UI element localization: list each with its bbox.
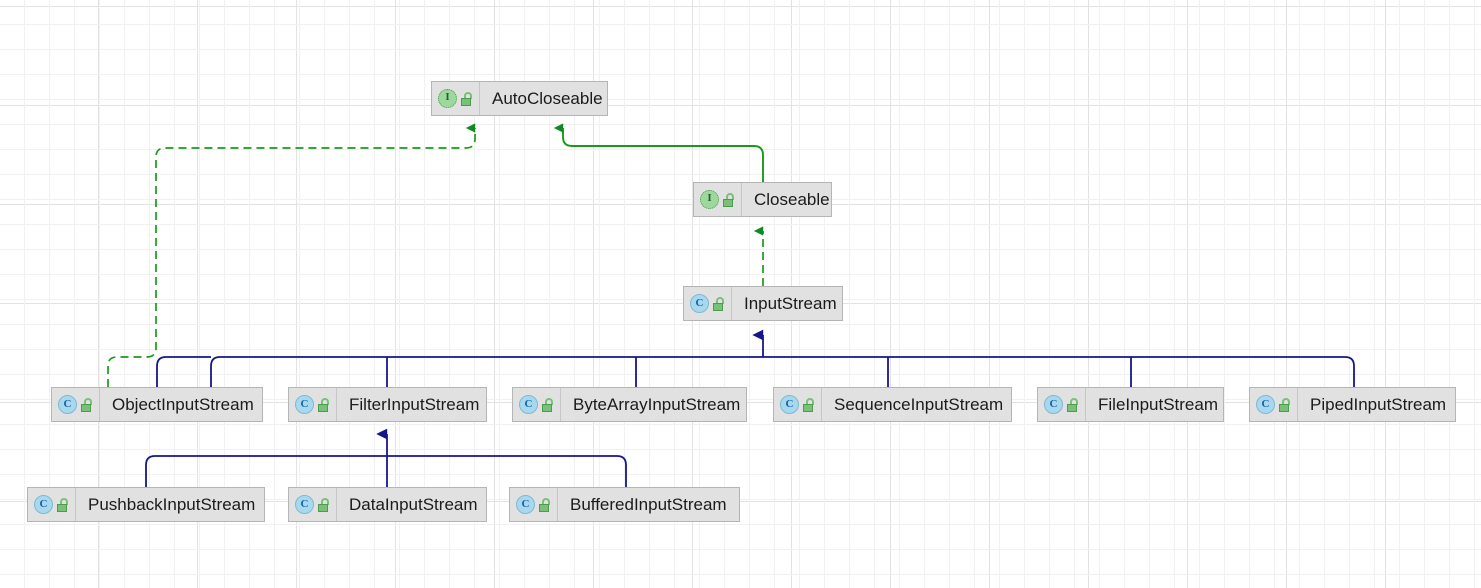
node-label: AutoCloseable — [492, 89, 603, 108]
node-icon-cell: C — [289, 388, 337, 421]
node-label: SequenceInputStream — [834, 395, 1004, 414]
public-unlocked-icon — [317, 397, 330, 412]
node-icon-cell: I — [432, 82, 480, 115]
public-unlocked-icon — [1278, 397, 1291, 412]
public-unlocked-icon — [541, 397, 554, 412]
node-icon-cell: I — [694, 183, 742, 216]
public-unlocked-icon — [802, 397, 815, 412]
node-icon-cell: C — [510, 488, 558, 521]
class-icon: C — [1256, 395, 1275, 414]
public-unlocked-icon — [1066, 397, 1079, 412]
class-icon: C — [295, 395, 314, 414]
public-unlocked-icon — [538, 497, 551, 512]
class-icon: C — [519, 395, 538, 414]
node-label: InputStream — [744, 294, 837, 313]
node-datainputstream[interactable]: C DataInputStream — [288, 487, 487, 522]
public-unlocked-icon — [460, 91, 473, 106]
class-icon: C — [34, 495, 53, 514]
node-label: PipedInputStream — [1310, 395, 1447, 414]
node-bufferedinputstream[interactable]: C BufferedInputStream — [509, 487, 740, 522]
node-autocloseable[interactable]: I AutoCloseable — [431, 81, 608, 116]
node-icon-cell: C — [774, 388, 822, 421]
public-unlocked-icon — [712, 296, 725, 311]
node-icon-cell: C — [684, 287, 732, 320]
edge-objectinputstream-implements-autocloseable — [107, 123, 476, 387]
node-icon-cell: C — [1038, 388, 1086, 421]
node-inputstream[interactable]: C InputStream — [683, 286, 843, 321]
node-fileinputstream[interactable]: C FileInputStream — [1037, 387, 1224, 422]
node-label: BufferedInputStream — [570, 495, 727, 514]
edge-closeable-extends-autocloseable — [553, 123, 764, 182]
node-label: Closeable — [754, 190, 830, 209]
node-sequenceinputstream[interactable]: C SequenceInputStream — [773, 387, 1012, 422]
class-icon: C — [780, 395, 799, 414]
node-label: ByteArrayInputStream — [573, 395, 741, 414]
edge-bus-filterinputstream — [145, 455, 627, 487]
node-label: PushbackInputStream — [88, 495, 256, 514]
public-unlocked-icon — [722, 192, 735, 207]
node-label: FilterInputStream — [349, 395, 480, 414]
node-icon-cell: C — [28, 488, 76, 521]
interface-icon: I — [700, 190, 719, 209]
node-icon-cell: C — [289, 488, 337, 521]
class-icon: C — [295, 495, 314, 514]
class-icon: C — [516, 495, 535, 514]
node-label: ObjectInputStream — [112, 395, 254, 414]
node-bytearrayinputstream[interactable]: C ByteArrayInputStream — [512, 387, 747, 422]
node-pushbackinputstream[interactable]: C PushbackInputStream — [27, 487, 265, 522]
node-filterinputstream[interactable]: C FilterInputStream — [288, 387, 487, 422]
public-unlocked-icon — [56, 497, 69, 512]
node-icon-cell: C — [513, 388, 561, 421]
node-label: DataInputStream — [349, 495, 478, 514]
node-pipedinputstream[interactable]: C PipedInputStream — [1249, 387, 1456, 422]
node-closeable[interactable]: I Closeable — [693, 182, 832, 217]
edge-objectinputstream-extends-inputstream — [156, 356, 211, 387]
node-label: FileInputStream — [1098, 395, 1218, 414]
interface-icon: I — [438, 89, 457, 108]
edge-bus-inputstream — [210, 356, 1355, 387]
node-icon-cell: C — [52, 388, 100, 421]
public-unlocked-icon — [80, 397, 93, 412]
class-icon: C — [690, 294, 709, 313]
node-objectinputstream[interactable]: C ObjectInputStream — [51, 387, 263, 422]
class-icon: C — [1044, 395, 1063, 414]
node-icon-cell: C — [1250, 388, 1298, 421]
public-unlocked-icon — [317, 497, 330, 512]
class-icon: C — [58, 395, 77, 414]
